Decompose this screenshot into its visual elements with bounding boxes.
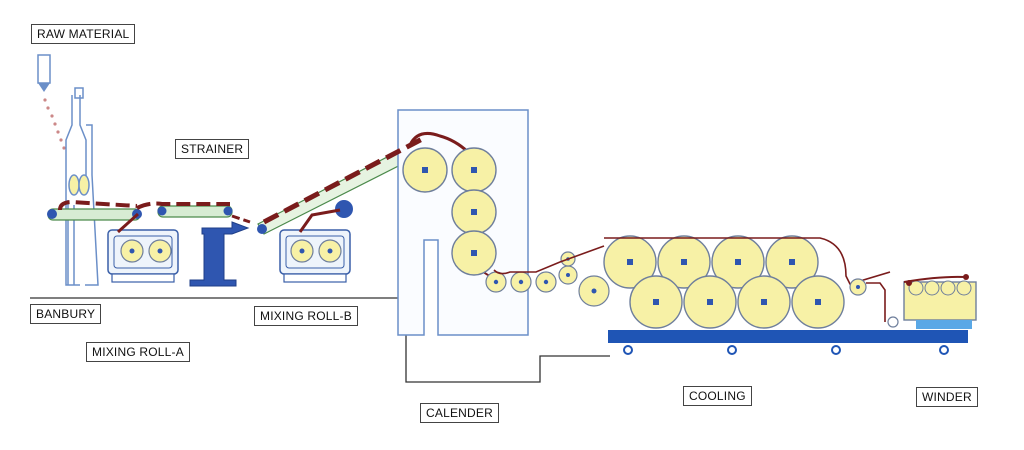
label-mixing-roll-a: MIXING ROLL-A <box>86 342 190 362</box>
raw-material-feed <box>37 54 66 150</box>
label-strainer: STRAINER <box>175 139 250 159</box>
winder-machine <box>849 274 977 329</box>
cooling-drum-centers <box>627 259 821 305</box>
label-cooling: COOLING <box>683 386 752 406</box>
mixing-roll-a-machine <box>107 229 179 283</box>
calender-rolls <box>402 147 497 276</box>
cooling-base <box>608 330 968 355</box>
guide-roll-centers <box>493 257 597 294</box>
label-banbury: BANBURY <box>30 304 102 324</box>
cooling-drums <box>603 235 845 329</box>
mixing-roll-b-machine <box>279 229 351 283</box>
label-mixing-roll-b: MIXING ROLL-B <box>254 306 358 326</box>
label-raw-material: RAW MATERIAL <box>31 24 136 44</box>
banbury-conveyor <box>47 208 142 221</box>
banbury-machine <box>65 87 99 286</box>
strainer-conveyor <box>157 205 233 218</box>
guide-sheet <box>493 245 605 275</box>
label-winder: WINDER <box>916 387 978 407</box>
strainer-machine <box>189 221 250 287</box>
cooling-sheet <box>604 237 891 285</box>
label-calender: CALENDER <box>420 403 499 423</box>
